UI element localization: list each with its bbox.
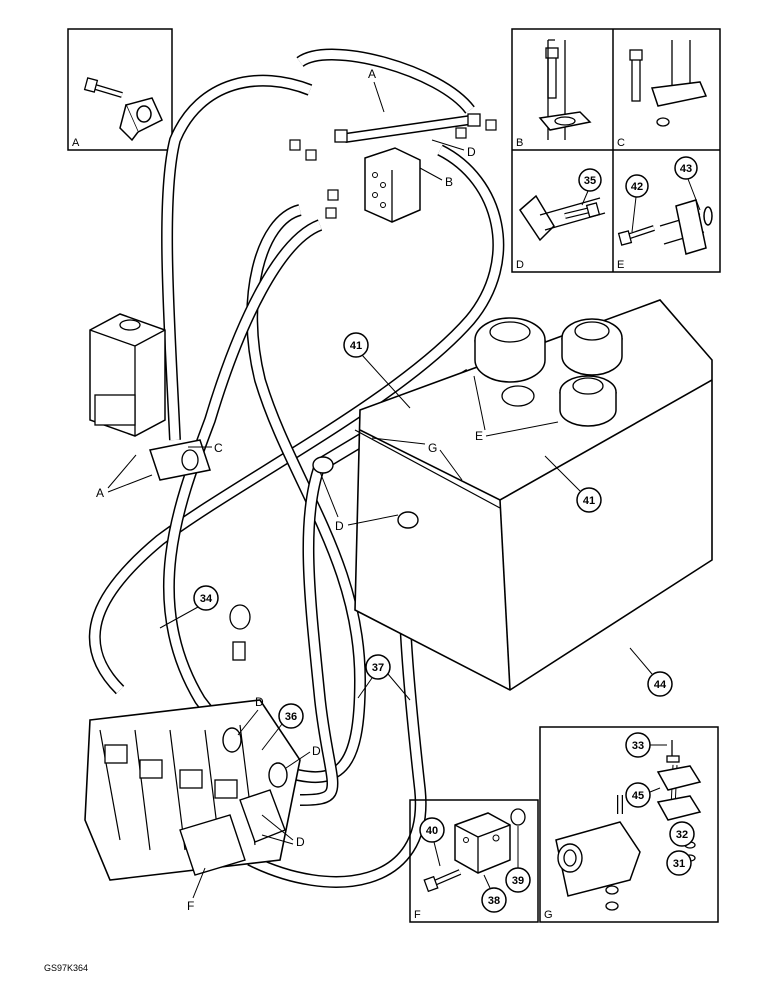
callout-33: 33 [625, 732, 667, 758]
letter-d-top: D [431, 139, 476, 159]
svg-text:E: E [475, 429, 483, 443]
svg-text:35: 35 [584, 175, 596, 187]
letter-f-valve: F [187, 867, 206, 913]
svg-text:C: C [214, 441, 223, 455]
letter-a-top: A [368, 67, 385, 113]
callout-31: 31 [666, 850, 692, 876]
detail-panel-f: F [409, 799, 539, 923]
svg-text:34: 34 [200, 593, 213, 605]
callout-37: 37 [357, 654, 411, 701]
tank-filters [474, 317, 623, 427]
callout-40: 40 [419, 817, 445, 867]
svg-text:36: 36 [285, 711, 297, 723]
detail-panel-e: 42 43 E [617, 156, 713, 271]
svg-text:41: 41 [350, 340, 362, 352]
detail-panels-bcde: B C 35 D 42 43 [511, 28, 721, 273]
left-valve-block [89, 313, 211, 481]
callout-38: 38 [481, 874, 507, 913]
control-valve-bank [84, 456, 419, 881]
detail-panel-a: A [67, 28, 173, 151]
callout-39: 39 [505, 826, 531, 893]
callout-45: 45 [625, 782, 661, 808]
callout-43 [674, 156, 698, 180]
callout-42 [625, 174, 649, 198]
svg-text:42: 42 [631, 181, 643, 193]
svg-text:40: 40 [426, 825, 438, 837]
callout-41-top: 41 [343, 332, 411, 409]
panel-label-e: E [617, 259, 624, 271]
svg-text:B: B [445, 175, 453, 189]
panel-label-c: C [617, 137, 625, 149]
detail-panel-d: 35 D [516, 168, 606, 271]
svg-text:33: 33 [632, 740, 644, 752]
hydraulic-tank [354, 299, 713, 691]
panel-label-d: D [516, 259, 524, 271]
panel-label-g: G [544, 909, 553, 921]
svg-text:D: D [335, 519, 344, 533]
letter-b-valve: B [419, 167, 453, 189]
callout-44: 44 [629, 647, 673, 697]
svg-text:D: D [255, 695, 264, 709]
svg-text:32: 32 [676, 829, 688, 841]
svg-text:43: 43 [680, 163, 692, 175]
svg-text:37: 37 [372, 662, 384, 674]
svg-text:45: 45 [632, 790, 644, 802]
svg-text:D: D [296, 835, 305, 849]
callout-32: 32 [669, 821, 695, 847]
svg-text:44: 44 [654, 679, 667, 691]
detail-panel-g: G [539, 726, 719, 923]
letter-c-valve: C [188, 441, 223, 455]
callout-34: 34 [159, 585, 219, 629]
panel-label-a: A [72, 137, 80, 149]
letter-a-left: A [96, 454, 153, 500]
callout-35 [578, 168, 602, 192]
footer-code: GS97K364 [44, 963, 89, 973]
panel-label-b: B [516, 137, 523, 149]
svg-text:D: D [312, 744, 321, 758]
svg-text:A: A [368, 67, 376, 81]
letter-d-tank: D [319, 471, 399, 533]
svg-text:A: A [96, 486, 104, 500]
svg-text:G: G [428, 441, 437, 455]
detail-panel-c: C [617, 40, 708, 149]
svg-text:F: F [187, 899, 194, 913]
top-manifold-block [289, 113, 497, 223]
letter-d-valve-2: D [285, 744, 321, 769]
panel-label-f: F [414, 909, 421, 921]
letter-g-tank: G [371, 437, 463, 481]
callout-36: 36 [261, 703, 304, 751]
svg-text:38: 38 [488, 895, 500, 907]
svg-text:41: 41 [583, 495, 595, 507]
svg-text:39: 39 [512, 875, 524, 887]
svg-text:D: D [467, 145, 476, 159]
letter-d-valve-1: D [237, 695, 264, 736]
letter-e-tank: E [473, 375, 559, 443]
callout-41-right: 41 [544, 455, 602, 513]
letter-d-valve-3: D [261, 814, 305, 849]
detail-panel-b: B [516, 39, 592, 149]
svg-text:31: 31 [673, 858, 685, 870]
